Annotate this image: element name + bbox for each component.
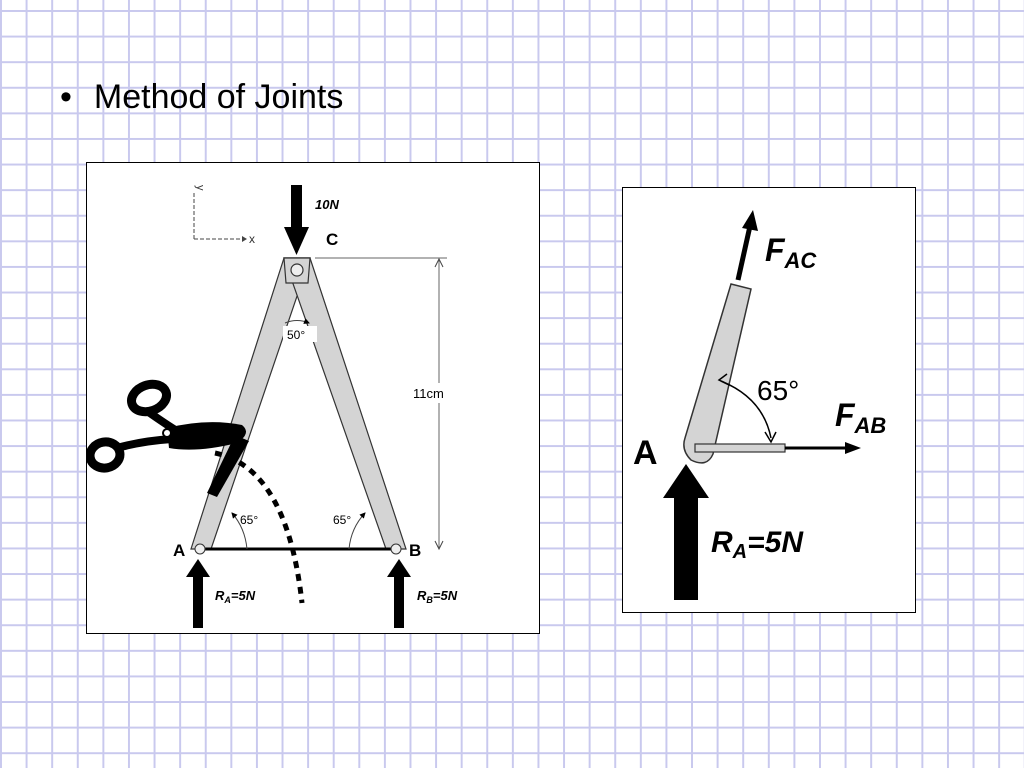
truss-diagram: y x 10N C 11cm 50° [85,185,467,628]
height-label: 11cm [413,386,444,401]
reaction-a-label: RA=5N [215,588,256,605]
member-ac [190,257,311,550]
apex-angle-arc [284,318,310,324]
joint-a-pin [194,543,206,555]
joint-b-pin [390,543,402,555]
height-dimension [315,257,467,551]
right-angle-label: 65° [333,513,351,527]
fab-label: FAB [835,397,886,438]
node-a-label: A [633,434,658,472]
reaction-b-arrow-icon [387,559,411,628]
load-arrow-icon [284,185,309,255]
member-ab [694,443,786,453]
axis-x-label: x [249,232,255,246]
joint-c-pin [290,263,304,277]
fac-label: FAC [765,232,817,273]
member-ac [683,283,752,464]
angle-arc [717,373,777,444]
left-angle-label: 65° [240,513,258,527]
load-label: 10N [315,197,339,212]
fab-arrow-icon [785,442,861,454]
node-a-label: A [173,541,185,560]
right-angle-arc [348,512,366,550]
joint-diagram: 65° FAC FAB A RA=5N [633,210,886,600]
scissors-icon [85,379,249,497]
left-angle-arc [231,512,248,550]
joint-diagram-panel: 65° FAC FAB A RA=5N [622,187,916,613]
member-bc [283,257,407,550]
axis-y-label: y [194,185,206,191]
reaction-label: RA=5N [711,526,804,563]
reaction-arrow-icon [663,464,709,600]
reaction-b-label: RB=5N [417,588,458,605]
bullet-dot-icon: • [60,78,72,116]
truss-diagram-panel: y x 10N C 11cm 50° [85,162,540,634]
bullet-item: • Method of Joints [60,78,343,117]
angle-label: 65° [757,375,799,406]
bullet-text: Method of Joints [93,78,344,116]
node-c-label: C [326,230,338,249]
node-b-label: B [409,541,421,560]
reaction-a-arrow-icon [186,559,210,628]
fac-arrow-icon [735,210,758,281]
axis-icon: y x [193,185,255,246]
apex-angle-label: 50° [287,328,305,342]
